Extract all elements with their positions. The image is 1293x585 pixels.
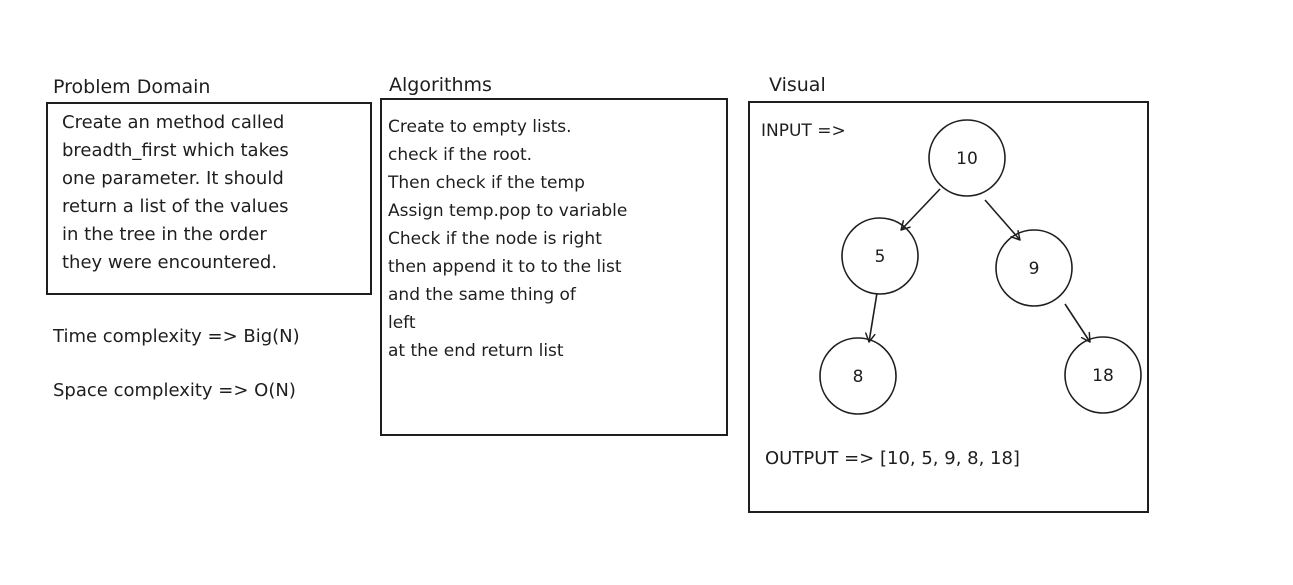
space-complexity: Space complexity => O(N) [53,380,296,401]
edge-10-to-5 [900,188,941,231]
node-label: 18 [1092,366,1114,386]
problem-domain-line: in the tree in the order [62,224,267,245]
output-label: OUTPUT => [10, 5, 9, 8, 18] [765,448,1020,469]
algorithm-step: then append it to to the list [388,257,622,277]
input-label: INPUT => [761,121,846,141]
edge-5-to-8 [865,292,878,343]
algorithms-text: Create to empty lists. check if the root… [388,113,627,365]
node-circle [819,337,897,415]
algorithms-title: Algorithms [389,74,492,96]
node-circle [995,229,1073,307]
problem-domain-line: they were encountered. [62,252,278,273]
problem-domain-line: breadth_first which takes [62,140,289,161]
node-circle [1064,336,1142,414]
problem-domain-box [46,102,372,295]
tree-node: 5 [841,217,919,295]
problem-domain-line: return a list of the values [62,196,289,217]
algorithm-step: left [388,313,416,333]
node-label: 9 [1029,259,1040,279]
problem-domain-line: Create an method called [62,112,285,133]
algorithms-box [380,98,728,436]
visual-title: Visual [769,74,826,96]
algorithm-step: Assign temp.pop to variable [388,201,628,221]
tree-node: 8 [819,337,897,415]
algorithm-step: Then check if the temp [388,173,585,193]
tree-node: 10 [928,119,1006,197]
node-circle [841,217,919,295]
node-label: 10 [956,149,978,169]
algorithm-step: and the same thing of [388,285,576,305]
algorithm-step: Create to empty lists. [388,117,572,137]
tree-node: 18 [1064,336,1142,414]
problem-domain-title: Problem Domain [53,76,211,98]
edge-9-to-18 [1064,303,1091,343]
algorithm-step: Check if the node is right [388,229,602,249]
visual-box [748,101,1149,513]
edge-10-to-9 [984,199,1021,241]
node-label: 5 [875,247,886,267]
time-complexity: Time complexity => Big(N) [53,326,300,347]
node-label: 8 [853,367,864,387]
problem-domain-text: Create an method called breadth_first wh… [62,109,289,277]
algorithm-step: at the end return list [388,341,564,361]
node-circle [928,119,1006,197]
tree-node: 9 [995,229,1073,307]
problem-domain-line: one parameter. It should [62,168,284,189]
algorithm-step: check if the root. [388,145,533,165]
